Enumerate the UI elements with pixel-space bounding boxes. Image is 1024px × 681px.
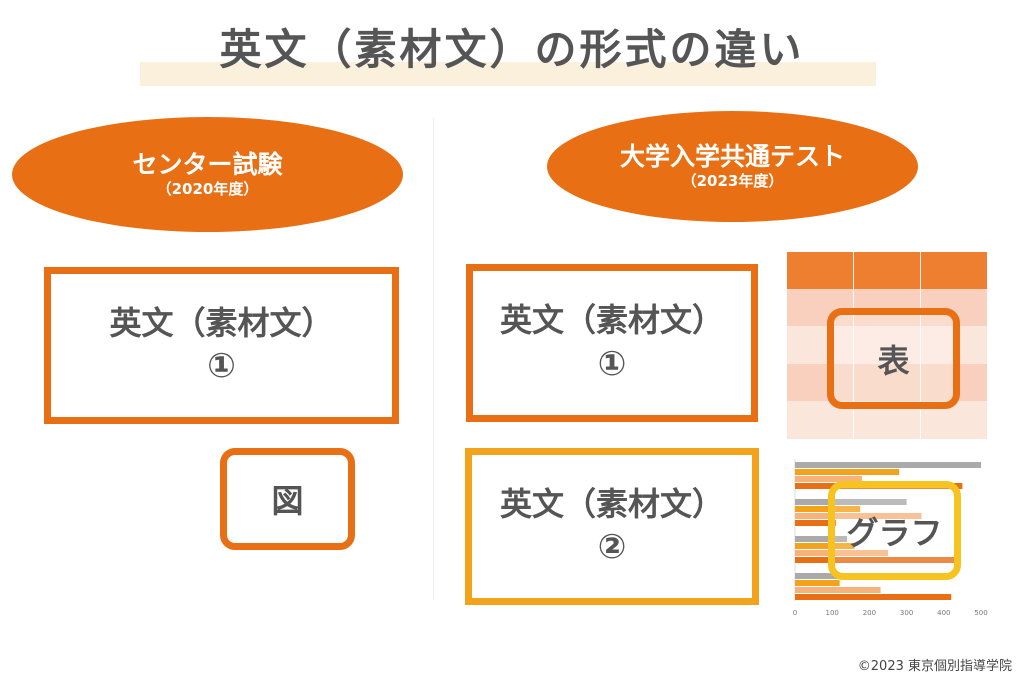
common-test-heading: 大学入学共通テスト （2023年度） bbox=[547, 111, 918, 222]
right-passage-2-label: 英文（素材文） bbox=[499, 484, 724, 523]
table-label-box: 表 bbox=[827, 308, 960, 409]
chart-bar bbox=[795, 520, 836, 526]
chart-tick-label: 400 bbox=[937, 609, 950, 617]
chart-bar bbox=[795, 587, 881, 593]
chart-bar bbox=[795, 543, 855, 549]
right-passage-box-2: 英文（素材文） ② bbox=[465, 448, 759, 605]
right-passage-box-1: 英文（素材文） ① bbox=[466, 264, 758, 422]
chart-tick-label: 200 bbox=[863, 609, 876, 617]
table-column-divider bbox=[853, 252, 854, 439]
table-label: 表 bbox=[877, 341, 910, 380]
chart-bar bbox=[795, 506, 861, 512]
chart-bar bbox=[795, 513, 922, 519]
figure-box: 図 bbox=[220, 448, 355, 550]
page-title: 英文（素材文）の形式の違い bbox=[219, 25, 805, 74]
chart-bar bbox=[795, 499, 907, 505]
figure-label: 図 bbox=[271, 482, 304, 520]
table-column-divider bbox=[920, 252, 921, 439]
chart-bar bbox=[795, 580, 840, 586]
right-passage-1-number: ① bbox=[597, 343, 627, 384]
table-header-row bbox=[787, 252, 987, 289]
title-highlight bbox=[140, 62, 876, 86]
graph-label: グラフ bbox=[846, 513, 943, 552]
chart-tick-label: 0 bbox=[793, 609, 797, 617]
chart-bar bbox=[795, 462, 981, 468]
chart-bar bbox=[795, 536, 848, 542]
chart-tick-label: 300 bbox=[900, 609, 913, 617]
center-exam-heading: センター試験 （2020年度） bbox=[12, 117, 403, 232]
chart-bar bbox=[795, 469, 900, 475]
common-test-year: （2023年度） bbox=[681, 172, 784, 191]
chart-tick-label: 500 bbox=[974, 609, 987, 617]
graph-label-box: グラフ bbox=[828, 481, 961, 580]
chart-bar bbox=[795, 557, 959, 563]
copyright: ©2023 東京個別指導学院 bbox=[857, 659, 1012, 674]
common-test-title: 大学入学共通テスト bbox=[619, 142, 845, 172]
center-exam-title: センター試験 bbox=[132, 150, 283, 180]
bar-chart-thumbnail: 0 100 200 300 400 500 bbox=[793, 459, 988, 617]
left-passage-box: 英文（素材文） ① bbox=[44, 267, 399, 424]
right-passage-1-label: 英文（素材文） bbox=[499, 301, 724, 340]
left-passage-number: ① bbox=[207, 346, 236, 387]
right-passage-2-number: ② bbox=[597, 527, 627, 568]
chart-bar bbox=[795, 550, 888, 556]
chart-bar bbox=[795, 476, 862, 482]
center-divider bbox=[433, 118, 434, 600]
center-exam-year: （2020年度） bbox=[156, 180, 259, 199]
left-passage-label: 英文（素材文） bbox=[109, 303, 334, 342]
chart-bar bbox=[795, 594, 952, 600]
chart-tick-label: 100 bbox=[826, 609, 839, 617]
